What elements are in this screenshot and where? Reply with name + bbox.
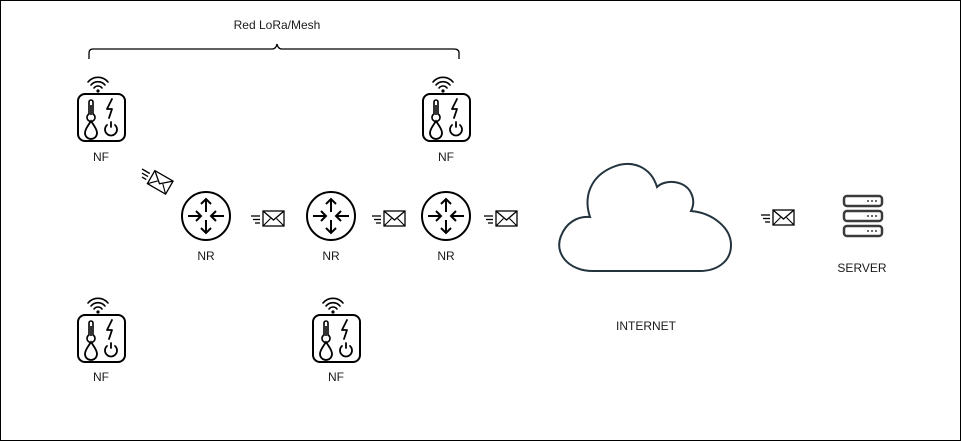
server-icon	[842, 194, 884, 238]
mesh-group-brace	[88, 43, 460, 59]
sensor-node-label-4: NF	[328, 370, 344, 384]
sensor-node-icon-2	[422, 76, 471, 142]
router-node-label-3: NR	[437, 249, 455, 263]
router-icon-1	[181, 191, 231, 241]
router-icon-2	[306, 191, 356, 241]
sensor-node-label-1: NF	[93, 150, 109, 164]
sensor-node-label-3: NF	[93, 370, 109, 384]
internet-label: INTERNET	[616, 319, 676, 333]
sensor-node-icon-4	[312, 297, 361, 363]
sensor-node-icon-3	[77, 297, 126, 363]
message-icon-3	[371, 210, 406, 227]
router-node-label-1: NR	[197, 249, 215, 263]
message-icon-1	[136, 164, 174, 195]
server-label: SERVER	[837, 261, 887, 275]
sensor-node-icon-1	[77, 76, 126, 142]
message-icon-2	[250, 210, 285, 227]
message-icon-5	[760, 209, 795, 226]
message-icon-4	[483, 210, 518, 227]
mesh-group-label: Red LoRa/Mesh	[233, 18, 321, 32]
sensor-node-label-2: NF	[438, 150, 454, 164]
cloud-icon	[558, 162, 733, 272]
router-icon-3	[421, 191, 471, 241]
router-node-label-2: NR	[322, 249, 340, 263]
